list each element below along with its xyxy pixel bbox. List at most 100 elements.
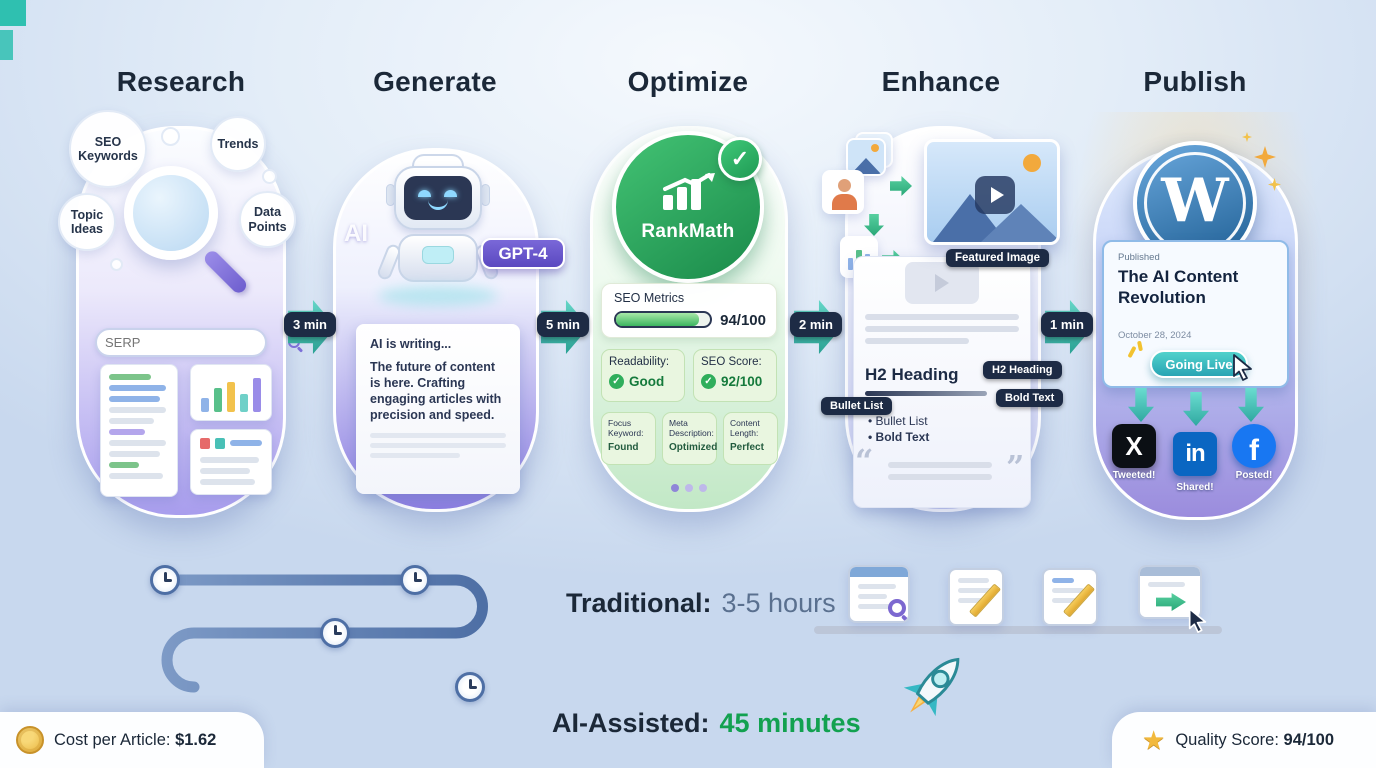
ai-watermark-label: AI [344, 220, 368, 247]
carousel-dots [671, 484, 707, 492]
carousel-dot[interactable] [699, 484, 707, 492]
serp-search-box [95, 328, 300, 357]
deco-line [1052, 598, 1081, 603]
deco-line [1052, 588, 1085, 593]
traditional-value: 3-5 hours [721, 588, 836, 618]
time-badge: 5 min [537, 312, 589, 337]
seo-score-value: 92/100 [721, 374, 763, 389]
quality-value: 94/100 [1283, 730, 1334, 749]
deco-line [958, 588, 993, 593]
check-icon: ✓ [701, 374, 716, 389]
deco-line [109, 462, 139, 468]
bubble-label: Topic Ideas [70, 207, 104, 236]
heading-underline [865, 391, 987, 396]
coin-icon [16, 726, 44, 754]
gpt4-badge: GPT-4 [481, 238, 565, 269]
stage-title-optimize: Optimize [627, 66, 749, 97]
play-button-icon[interactable] [975, 176, 1015, 214]
traditional-research-icon [848, 565, 910, 623]
check-badge-icon: ✓ [718, 137, 762, 181]
stage-title-enhance: Enhance [881, 66, 1001, 97]
rankmath-chart-icon [663, 173, 715, 210]
cost-label: Cost per Article: [54, 730, 171, 749]
doc-thumbnail [190, 429, 272, 495]
cost-text: Cost per Article: $1.62 [54, 731, 216, 750]
featured-image-tag: Featured Image [946, 249, 1049, 267]
cost-stat-card: Cost per Article: $1.62 [0, 712, 264, 768]
meta-description-label: Meta Description: [669, 418, 714, 439]
deco-line [109, 440, 166, 446]
deco-line [858, 604, 892, 609]
time-badge: 1 min [1041, 312, 1093, 337]
draft-text: The future of content is here. Crafting … [370, 360, 502, 422]
ai-assisted-value: 45 minutes [719, 708, 861, 738]
gpt4-badge-label: GPT-4 [498, 243, 548, 263]
traditional-publish-icon [1138, 565, 1202, 619]
x-social-icon[interactable]: X [1112, 424, 1156, 468]
zap-mark [1137, 340, 1143, 352]
carousel-dot[interactable] [671, 484, 679, 492]
post-title: The AI Content Revolution [1118, 267, 1239, 308]
browser-header [850, 567, 908, 577]
traditional-label: Traditional: [566, 588, 712, 618]
bold-text-tag: Bold Text [996, 389, 1064, 407]
keyword-bubble: SEO Keywords [69, 110, 147, 188]
carousel-dot[interactable] [685, 484, 693, 492]
facebook-glyph: f [1249, 434, 1259, 467]
h2-heading-tag: H2 Heading [983, 361, 1062, 379]
facebook-social-icon[interactable]: f [1232, 424, 1276, 468]
deco-line [200, 457, 259, 463]
cursor-icon [1188, 608, 1207, 633]
serp-input[interactable] [105, 335, 281, 350]
stage-title-generate: Generate [373, 66, 497, 97]
deco-line [958, 598, 984, 603]
bullet-item: • Bullet List [868, 414, 928, 428]
deco-line [109, 396, 160, 402]
meta-description-value: Optimized [669, 442, 718, 454]
published-status: Published [1118, 252, 1160, 263]
x-glyph: X [1125, 430, 1143, 461]
image-placeholder [905, 262, 979, 304]
magnifier-icon [124, 166, 218, 260]
rankmath-brand-label: RankMath [641, 221, 735, 242]
cost-value: $1.62 [175, 730, 217, 749]
focus-keyword-value: Found [608, 442, 639, 454]
keyboard-glow [378, 286, 498, 306]
star-icon: ★ [1142, 725, 1166, 755]
deco-line [888, 462, 992, 468]
ai-assisted-label: AI-Assisted: [552, 708, 710, 738]
content-length-label: Content Length: [730, 418, 760, 439]
meta-description-card: Meta Description: Optimized [662, 412, 717, 465]
timeline-paths [156, 574, 1222, 693]
h2-heading-text: H2 Heading [865, 365, 959, 384]
deco-bar [214, 388, 222, 412]
clock-icon [320, 618, 350, 648]
deco-line [230, 440, 263, 446]
check-icon: ✓ [609, 374, 624, 389]
deco-line [109, 407, 166, 413]
deco-line [109, 374, 151, 380]
deco-bar [253, 378, 261, 412]
tweeted-label: Tweeted! [1112, 470, 1156, 481]
sun-icon [871, 144, 879, 152]
deco-line [109, 385, 166, 391]
deco-line [865, 338, 969, 344]
stage-title-publish: Publish [1143, 66, 1247, 97]
linkedin-social-icon[interactable]: in [1173, 432, 1217, 476]
seo-metrics-title: SEO Metrics [614, 291, 685, 305]
photo-thumbnail [846, 138, 886, 176]
corner-deco [0, 30, 13, 60]
traditional-time-text: Traditional: 3-5 hours [566, 588, 836, 619]
content-length-card: Content Length: Perfect [723, 412, 778, 465]
bullet-item-text: Bullet List [875, 414, 928, 428]
sparkle-icon [1242, 132, 1252, 142]
wordpress-ring [1144, 152, 1246, 254]
bullet-item: • Bold Text [868, 430, 929, 444]
deco-line [888, 474, 992, 480]
going-live-button[interactable]: Going Live [1150, 350, 1248, 378]
generated-draft-scroll: AI is writing... The future of content i… [356, 324, 520, 494]
focus-keyword-card: Focus Keyword: Found [601, 412, 656, 465]
deco-line [370, 443, 506, 448]
linkedin-glyph: in [1185, 440, 1205, 467]
readability-value: Good [629, 374, 665, 389]
